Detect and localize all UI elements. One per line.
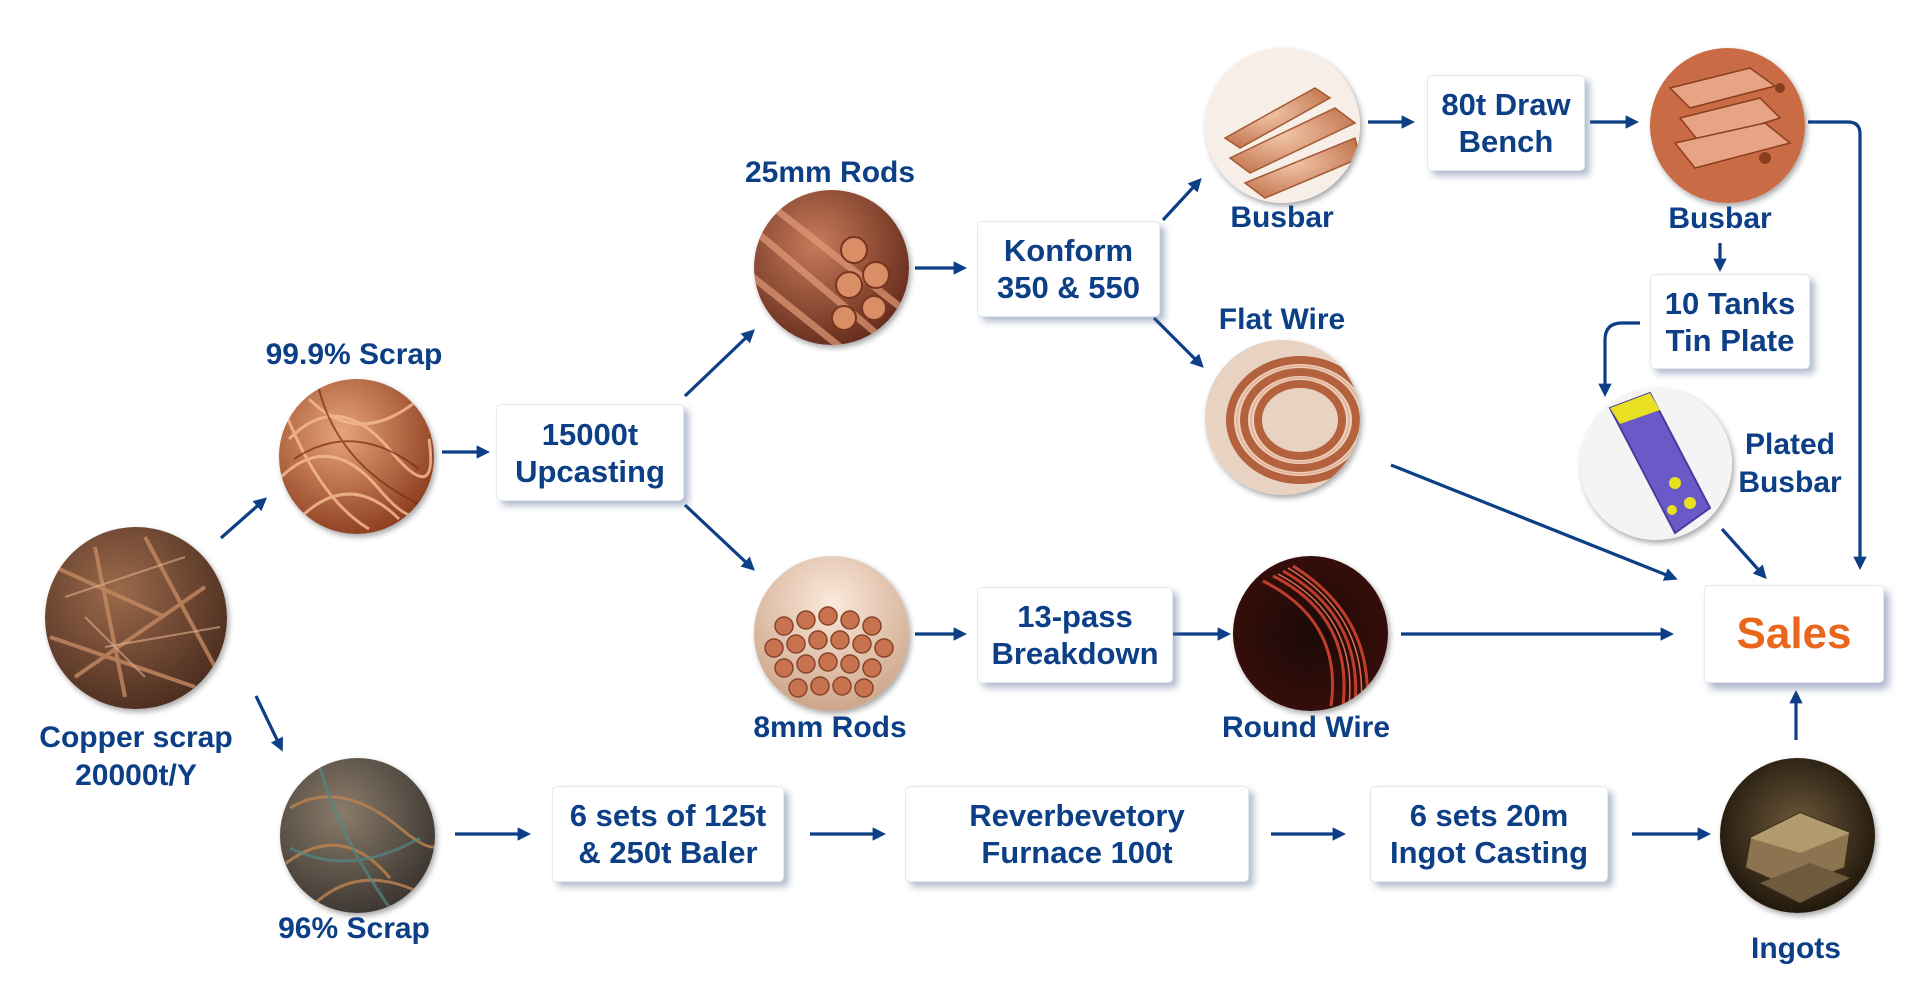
furnace-line2: Furnace 100t bbox=[981, 835, 1173, 870]
scrap-96-label: 96% Scrap bbox=[278, 912, 430, 945]
busbar-finished-label: Busbar bbox=[1668, 202, 1772, 235]
scrap-999-image bbox=[279, 379, 434, 534]
copper-scrap-line2: 20000t/Y bbox=[75, 759, 197, 792]
plated-busbar-label: Plated Busbar bbox=[1738, 426, 1841, 502]
rods-25mm-label: 25mm Rods bbox=[744, 156, 916, 189]
plated-busbar-line1: Plated bbox=[1744, 428, 1836, 461]
round-wire-image bbox=[1233, 556, 1388, 711]
konform-line1: Konform bbox=[1003, 233, 1134, 268]
flat-wire-label: Flat Wire bbox=[1218, 303, 1346, 336]
scrap-999-label: 99.9% Scrap bbox=[265, 338, 443, 371]
sales-box: Sales bbox=[1704, 585, 1884, 683]
baler-line2: & 250t Baler bbox=[578, 835, 758, 870]
rods-25mm-image bbox=[754, 190, 909, 345]
breakdown-line2: Breakdown bbox=[991, 636, 1159, 671]
tin-plate-line1: 10 Tanks bbox=[1664, 285, 1796, 321]
konform-line2: 350 & 550 bbox=[996, 270, 1141, 305]
draw-bench-line1: 80t Draw bbox=[1441, 87, 1571, 122]
ingots-label: Ingots bbox=[1751, 932, 1841, 965]
baler-line1: 6 sets of 125t bbox=[569, 798, 767, 833]
flat-wire-image bbox=[1205, 340, 1360, 495]
breakdown-line1: 13-pass bbox=[1017, 599, 1133, 634]
copper-scrap-line1: Copper scrap bbox=[39, 721, 233, 754]
upcasting-line1: 15000t bbox=[541, 416, 639, 452]
rods-8mm-image bbox=[754, 556, 909, 711]
copper-scrap-label: Copper scrap 20000t/Y bbox=[39, 719, 232, 795]
upcasting-line2: Upcasting bbox=[515, 453, 665, 489]
baler-box: 6 sets of 125t& 250t Baler bbox=[552, 786, 784, 882]
busbar-finished-image bbox=[1650, 48, 1805, 203]
ingot-casting-line1: 6 sets 20m bbox=[1409, 798, 1569, 833]
plated-busbar-line2: Busbar bbox=[1738, 466, 1842, 499]
tin-plate-line2: Tin Plate bbox=[1665, 322, 1795, 358]
plated-busbar-image bbox=[1580, 388, 1732, 540]
busbar-image bbox=[1205, 48, 1360, 203]
copper-scrap-image bbox=[45, 527, 227, 709]
round-wire-label: Round Wire bbox=[1221, 711, 1391, 744]
scrap-96-image bbox=[280, 758, 435, 913]
busbar-label: Busbar bbox=[1230, 201, 1334, 234]
furnace-line1: Reverbevetory bbox=[969, 798, 1185, 833]
draw-bench-line2: Bench bbox=[1458, 124, 1554, 159]
ingots-image bbox=[1720, 758, 1875, 913]
sales-label: Sales bbox=[1736, 609, 1852, 658]
rods-8mm-label: 8mm Rods bbox=[753, 711, 907, 744]
ingot-casting-line2: Ingot Casting bbox=[1389, 835, 1589, 870]
